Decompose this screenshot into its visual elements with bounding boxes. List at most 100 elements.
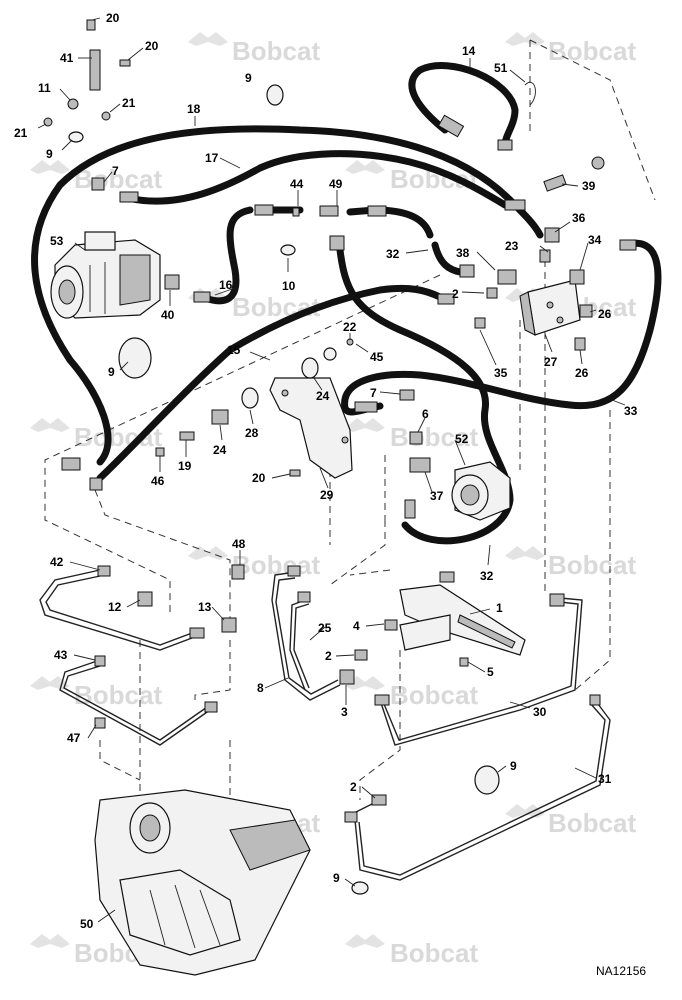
watermark-9: Bobcat	[188, 546, 320, 580]
callout-20b: 20	[145, 39, 159, 53]
callout-21b: 21	[14, 126, 28, 140]
callout-10: 10	[282, 279, 296, 293]
tube-31	[354, 699, 611, 881]
callout-7b: 7	[370, 386, 377, 400]
callout-9d: 9	[510, 759, 517, 773]
watermark-8: Bobcat	[345, 418, 478, 452]
callout-24b: 24	[213, 443, 227, 457]
svg-text:Bobcat: Bobcat	[548, 808, 636, 838]
callout-20c: 20	[252, 471, 266, 485]
watermark-11: Bobcat	[30, 676, 162, 710]
callout-51: 51	[494, 61, 508, 75]
watermark-10: Bobcat	[505, 546, 636, 580]
leader-lines	[37, 17, 626, 923]
callout-14: 14	[462, 44, 476, 58]
callout-9e: 9	[333, 871, 340, 885]
svg-text:Bobcat: Bobcat	[232, 292, 320, 322]
callout-16: 16	[219, 278, 233, 292]
callout-2a: 2	[452, 287, 459, 301]
callout-48: 48	[232, 537, 246, 551]
mounting-bracket	[269, 377, 353, 479]
callout-26a: 26	[598, 307, 612, 321]
svg-text:Bobcat: Bobcat	[390, 680, 478, 710]
callout-36: 36	[572, 211, 586, 225]
watermark-2: Bobcat	[505, 32, 636, 66]
callout-13: 13	[198, 600, 212, 614]
watermark-14: Bobcat	[505, 804, 636, 838]
callout-6: 6	[422, 407, 429, 421]
callout-4: 4	[353, 619, 360, 633]
callout-47: 47	[67, 731, 81, 745]
rigid-tubes	[39, 569, 611, 881]
watermark-12: Bobcat	[345, 676, 478, 710]
callout-15: 15	[227, 343, 241, 357]
callout-31: 31	[598, 772, 612, 786]
hydraulic-motor	[451, 461, 511, 521]
callout-12: 12	[108, 600, 122, 614]
watermark-7: Bobcat	[30, 418, 162, 452]
callout-43: 43	[54, 648, 68, 662]
callout-23: 23	[505, 239, 519, 253]
callout-28: 28	[245, 426, 259, 440]
callout-32a: 32	[386, 247, 400, 261]
callout-20a: 20	[106, 11, 120, 25]
callout-7a: 7	[112, 164, 119, 178]
callout-46: 46	[151, 474, 165, 488]
callout-41: 41	[60, 51, 74, 65]
drawing-code: NA12156	[596, 964, 646, 978]
callout-27: 27	[544, 355, 558, 369]
callout-29: 29	[320, 488, 334, 502]
callout-34: 34	[588, 233, 602, 247]
tube-30	[379, 597, 583, 746]
callout-labels: 20 41 20 11 21 21 9 9 14 51 18 17 7 44 4…	[14, 11, 638, 931]
callout-2b: 2	[325, 649, 332, 663]
callout-11: 11	[38, 81, 51, 95]
callout-9b: 9	[46, 147, 53, 161]
callout-1: 1	[496, 601, 503, 615]
svg-text:Bobcat: Bobcat	[390, 422, 478, 452]
svg-text:Bobcat: Bobcat	[390, 938, 478, 968]
callout-38: 38	[456, 246, 470, 260]
callout-3: 3	[341, 705, 348, 719]
watermark-1: Bobcat	[188, 32, 320, 66]
callout-26b: 26	[575, 366, 589, 380]
hose-18	[31, 125, 544, 466]
callout-35: 35	[494, 366, 508, 380]
tube-25	[271, 571, 341, 701]
hose-15	[96, 284, 444, 482]
callout-25: 25	[318, 621, 332, 635]
callout-32b: 32	[480, 569, 494, 583]
svg-text:Bobcat: Bobcat	[74, 680, 162, 710]
hose-17	[124, 150, 509, 209]
callout-19: 19	[178, 459, 192, 473]
hydraulic-hoses	[31, 62, 662, 545]
callout-45: 45	[370, 350, 384, 364]
callout-49: 49	[329, 177, 343, 191]
tube-43	[59, 659, 211, 746]
watermark-3: Bobcat	[30, 160, 162, 194]
control-pedal	[399, 584, 526, 656]
callout-39: 39	[582, 179, 596, 193]
callout-33: 33	[624, 404, 638, 418]
callout-17: 17	[205, 151, 219, 165]
callout-9a: 9	[245, 71, 252, 85]
callout-18: 18	[187, 102, 201, 116]
hose-32	[336, 246, 514, 545]
hose-14	[408, 62, 519, 149]
fittings	[43, 19, 637, 895]
watermark-layer: Bobcat Bobcat Bobcat Bobcat Bobcat Bobca…	[30, 32, 636, 968]
callout-8: 8	[257, 681, 264, 695]
callout-40: 40	[161, 308, 175, 322]
components	[43, 19, 637, 976]
drive-assembly	[94, 789, 311, 976]
callout-50: 50	[80, 917, 94, 931]
hose-32-upper	[431, 241, 464, 276]
callout-37: 37	[430, 489, 444, 503]
callout-44: 44	[290, 177, 304, 191]
hose-33	[341, 239, 662, 416]
hose-16	[201, 206, 254, 305]
callout-24a: 24	[316, 389, 330, 403]
callout-9c: 9	[108, 365, 115, 379]
callout-22: 22	[343, 320, 357, 334]
